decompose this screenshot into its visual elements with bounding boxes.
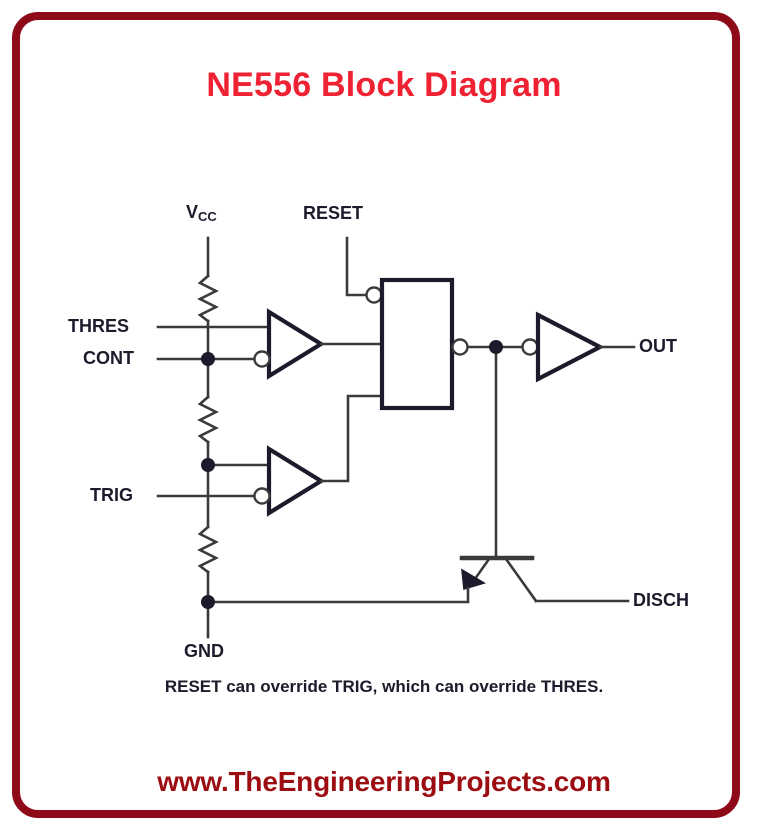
pin-label-out: OUT [639, 336, 677, 356]
diagram-caption: RESET can override TRIG, which can overr… [164, 677, 604, 696]
flipflop-output-bubble [451, 338, 469, 356]
page-title: NE556 Block Diagram [206, 66, 562, 104]
pin-label-trig: TRIG [90, 485, 133, 505]
wire-reset-input [345, 236, 369, 297]
pin-label-disch: DISCH [633, 590, 690, 610]
wire-trigger-comparator-output [319, 394, 384, 483]
junction-dot-cont [201, 352, 215, 366]
resistor-r1 [197, 274, 219, 323]
pin-label-thres: THRES [68, 316, 130, 336]
junction-dot-divider-tap [201, 458, 215, 472]
comparator-trigger-invert-bubble [253, 487, 271, 505]
junction-dot-gnd [201, 595, 215, 609]
output-buffer-invert-bubble [521, 338, 539, 356]
page-border-frame [12, 12, 740, 818]
resistor-r2 [197, 395, 219, 444]
junction-dot-output [489, 340, 503, 354]
comparator-threshold-invert-bubble [253, 350, 271, 368]
transistor-collector-leg [504, 557, 538, 603]
resistor-r3 [197, 525, 219, 574]
comparator-trigger-body [266, 445, 326, 517]
pin-label-cont: CONT [83, 348, 134, 368]
pin-label-gnd: GND [184, 641, 224, 661]
pin-label-reset: RESET [303, 203, 364, 223]
pin-label-vcc: VCC [186, 202, 217, 224]
transistor-emitter-arrow [461, 568, 486, 591]
website-footer: www.TheEngineeringProjects.com [157, 766, 611, 797]
wire-gnd-to-emitter [206, 586, 470, 604]
flipflop-reset-bubble [365, 286, 383, 304]
comparator-threshold-body [266, 308, 326, 380]
vcc-subscript: CC [198, 209, 217, 224]
output-buffer-body [535, 311, 605, 383]
vcc-letter: V [186, 202, 199, 222]
flip-flop-block [379, 277, 455, 411]
